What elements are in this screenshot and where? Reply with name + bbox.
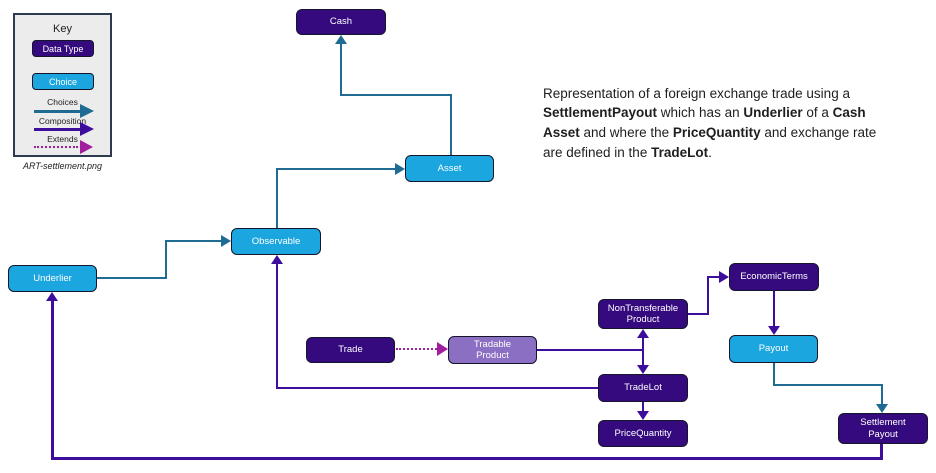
key-data-type-chip: Data Type (32, 40, 94, 57)
node-payout: Payout (729, 335, 818, 363)
line-segment (51, 457, 883, 460)
line-segment (97, 277, 167, 279)
arrowhead (719, 271, 729, 283)
key-choice-chip: Choice (32, 73, 94, 90)
node-tradelot: TradeLot (598, 374, 688, 402)
node-economic-terms: EconomicTerms (729, 263, 819, 291)
line-segment (276, 168, 396, 170)
node-observable: Observable (231, 228, 321, 255)
node-nontransferable-product: NonTransferable Product (598, 299, 688, 329)
line-segment (277, 387, 598, 389)
arrowhead (271, 255, 283, 264)
description-text: Representation of a foreign exchange tra… (543, 85, 877, 161)
arrowhead (768, 326, 780, 335)
line-segment (537, 349, 644, 351)
diagram-caption: ART-settlement.png (22, 161, 103, 171)
node-underlier: Underlier (8, 265, 97, 292)
key-extends-label: Extends (47, 134, 78, 144)
line-segment (276, 263, 278, 389)
extends-arrow-line (34, 146, 78, 148)
line-segment (642, 337, 644, 366)
node-pricequantity: PriceQuantity (598, 420, 688, 447)
node-tradable-product: Tradable Product (448, 336, 537, 364)
line-segment (707, 276, 719, 278)
line-segment (165, 240, 167, 279)
arrowhead (335, 35, 347, 44)
composition-arrow-line (34, 128, 84, 131)
line-segment (450, 94, 452, 156)
choices-arrow-line (34, 110, 84, 113)
arrowhead (637, 329, 649, 338)
line-segment (881, 384, 883, 404)
line-segment (340, 43, 342, 96)
node-settlement-payout: Settlement Payout (838, 413, 928, 444)
key-panel: Key Data Type Choice Choices Composition… (13, 13, 112, 157)
composition-arrowhead (80, 122, 94, 136)
line-segment (773, 363, 775, 386)
line-segment (276, 168, 278, 228)
arrowhead (437, 342, 448, 356)
line-segment (340, 94, 452, 96)
node-cash: Cash (296, 9, 386, 35)
key-title: Key (53, 23, 72, 35)
line-segment (773, 384, 883, 386)
line-segment (642, 402, 644, 412)
line-segment (165, 240, 222, 242)
arrowhead (637, 365, 649, 374)
key-choices-label: Choices (47, 97, 78, 107)
line-segment (396, 348, 437, 350)
key-composition-label: Composition (38, 116, 87, 126)
arrowhead (221, 235, 231, 247)
node-trade: Trade (306, 337, 395, 363)
line-segment (880, 444, 883, 460)
arrowhead (876, 404, 888, 413)
choices-arrowhead (80, 104, 94, 118)
arrowhead (637, 411, 649, 420)
line-segment (51, 300, 54, 458)
line-segment (707, 276, 709, 315)
arrowhead (395, 163, 405, 175)
arrowhead (46, 292, 58, 301)
node-asset: Asset (405, 155, 494, 182)
extends-arrowhead (80, 140, 93, 154)
line-segment (688, 313, 709, 315)
line-segment (773, 291, 775, 326)
